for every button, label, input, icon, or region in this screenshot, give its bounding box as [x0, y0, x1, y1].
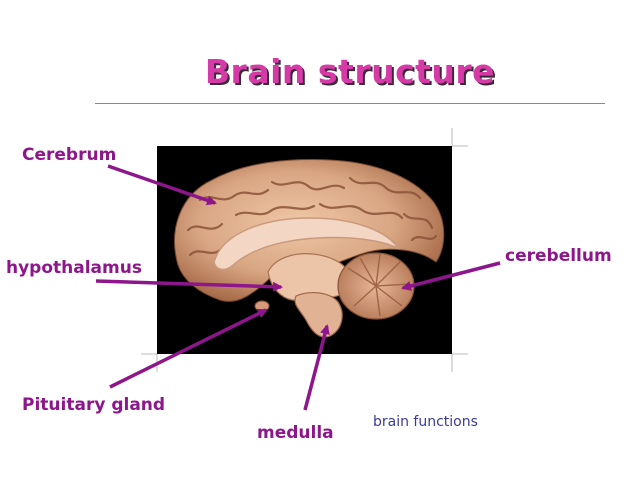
hypothalamus-arrow	[95, 279, 283, 292]
label-medulla: medulla	[257, 423, 334, 443]
pituitary-arrow	[109, 308, 268, 389]
pointer-arrows	[95, 164, 501, 411]
page-title: Brain structure	[204, 52, 496, 91]
gyri-folds	[186, 176, 438, 257]
pituitary-shape	[254, 300, 270, 312]
brain-photo	[141, 128, 468, 372]
label-pituitary-gland: Pituitary gland	[22, 395, 166, 415]
label-hypothalamus: hypothalamus	[6, 258, 142, 278]
label-cerebellum: cerebellum	[505, 246, 612, 266]
brainstem	[294, 292, 343, 338]
title-divider	[95, 103, 605, 104]
corpus-callosum	[213, 217, 401, 271]
cerebrum-arrow	[107, 164, 217, 206]
label-cerebrum: Cerebrum	[22, 145, 117, 165]
brain-functions-link[interactable]: brain functions	[373, 414, 478, 430]
medulla-arrow	[303, 324, 330, 411]
cerebellum-arrow	[401, 261, 501, 291]
